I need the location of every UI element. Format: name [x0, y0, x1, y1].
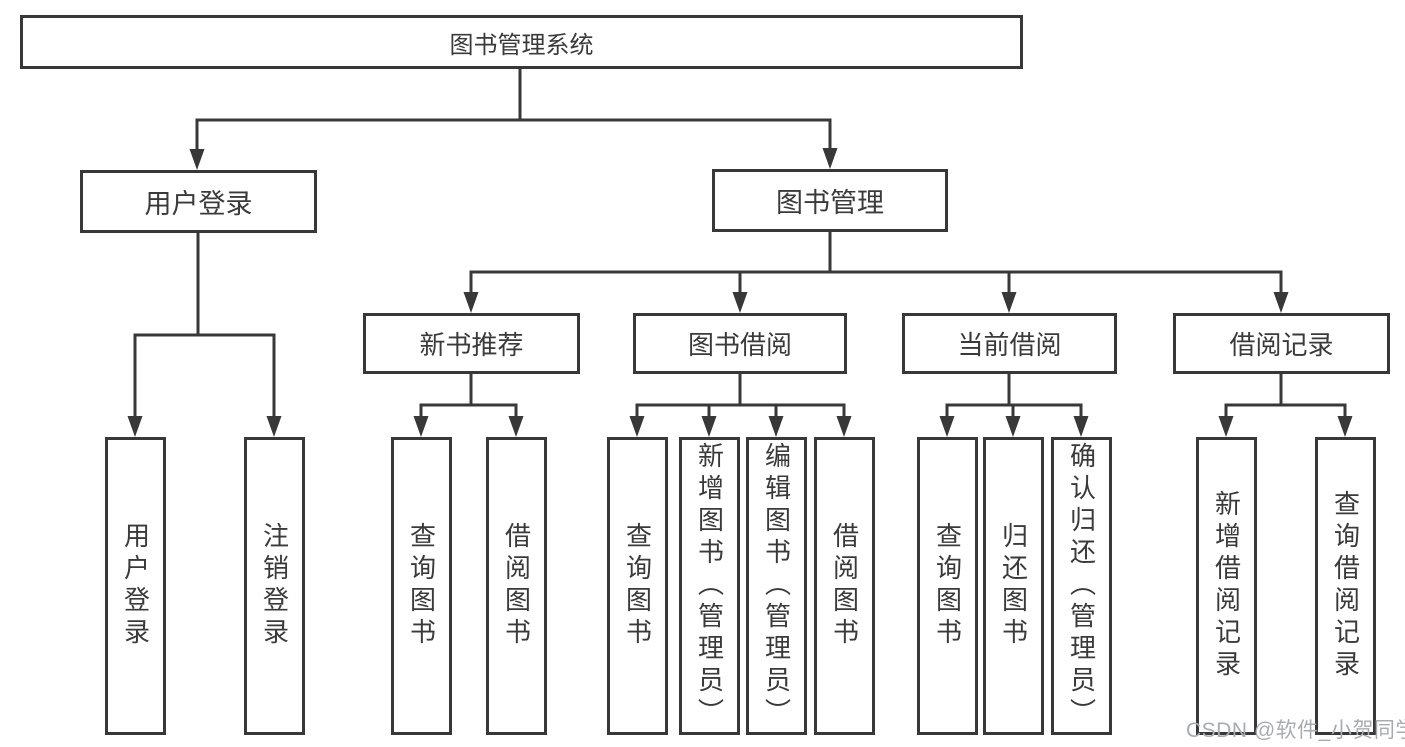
node-book-management: 图书管理	[712, 169, 948, 232]
leaf-add-borrow-record: 新增借阅记录	[1196, 437, 1257, 735]
csdn-watermark: CSDN @软件_小贺同学	[1186, 719, 1405, 742]
node-library-management-system: 图书管理系统	[20, 15, 1023, 69]
node-book-borrow: 图书借阅	[633, 313, 847, 374]
leaf-borrow-books-recommend: 借阅图书	[486, 437, 547, 735]
leaf-query-books-borrow: 查询图书	[607, 437, 668, 735]
leaf-return-books: 归还图书	[983, 437, 1044, 735]
leaf-query-books-current: 查询图书	[917, 437, 978, 735]
node-current-borrow: 当前借阅	[902, 313, 1117, 374]
leaf-confirm-return-admin: 确认归还（管理员）	[1051, 437, 1112, 735]
node-user-login: 用户登录	[80, 170, 317, 233]
node-borrow-records: 借阅记录	[1173, 313, 1390, 374]
leaf-borrow-books: 借阅图书	[814, 437, 875, 735]
leaf-logout: 注销登录	[244, 437, 305, 735]
leaf-query-borrow-record: 查询借阅记录	[1315, 437, 1376, 735]
leaf-add-books-admin: 新增图书（管理员）	[679, 437, 740, 735]
leaf-edit-books-admin: 编辑图书（管理员）	[746, 437, 807, 735]
node-new-book-recommend: 新书推荐	[363, 313, 580, 374]
leaf-user-login: 用户登录	[105, 437, 166, 735]
leaf-query-books-recommend: 查询图书	[391, 437, 452, 735]
